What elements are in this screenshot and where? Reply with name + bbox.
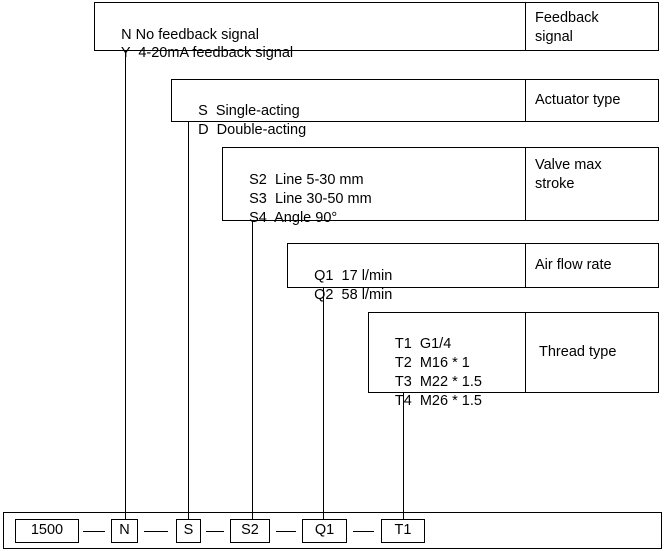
connector-line-flow [323,288,324,520]
option-s: S Single-acting [198,103,300,119]
model-code-thread: T1 [381,519,425,543]
option-s4: S4 Angle 90° [249,210,338,226]
option-d: D Double-acting [198,122,307,138]
air-flow-rate-label: Air flow rate [535,257,612,273]
actuator-type-box: S Single-acting D Double-acting Actuator… [171,79,659,138]
thread-type-box: T1 G1/4 T2 M16 * 1 T3 M22 * 1.5 T4 M26 *… [368,312,659,409]
feedback-signal-box: N No feedback signal Y 4-20mA feedback s… [94,2,659,61]
air-flow-rate-box: Q1 17 l/min Q2 58 l/min Air flow rate [287,243,659,303]
dash-separator [276,531,296,532]
model-code-actuator: S [176,519,201,543]
option-q1: Q1 17 l/min [314,268,393,284]
dash-separator [144,531,168,532]
connector-line-feedback [125,51,126,520]
model-code-flow: Q1 [302,519,347,543]
dash-separator [206,531,224,532]
model-code-base: 1500 [15,519,79,543]
option-t3: T3 M22 * 1.5 [394,374,482,390]
model-code-stroke: S2 [230,519,270,543]
actuator-type-label: Actuator type [535,92,621,108]
model-code-strip [3,512,662,549]
dash-separator [353,531,374,532]
option-t2: T2 M16 * 1 [394,355,470,371]
option-q2: Q2 58 l/min [314,287,393,303]
connector-line-actuator [188,122,189,520]
thread-type-label: Thread type [539,344,617,360]
option-y: Y 4-20mA feedback signal [120,45,294,61]
model-code-feedback: N [111,519,138,543]
option-s2: S2 Line 5-30 mm [249,172,364,188]
valve-max-stroke-box: S2 Line 5-30 mm S3 Line 30-50 mm S4 Angl… [222,147,659,226]
feedback-signal-label: Feedback signal [535,10,599,45]
option-s3: S3 Line 30-50 mm [249,191,372,207]
connector-line-thread [403,393,404,520]
option-t1: T1 G1/4 [394,336,452,352]
option-t4: T4 M26 * 1.5 [394,393,482,409]
connector-line-stroke [252,221,253,520]
option-n: N No feedback signal [121,27,259,43]
dash-separator [83,531,105,532]
valve-max-stroke-label: Valve max stroke [535,157,602,192]
